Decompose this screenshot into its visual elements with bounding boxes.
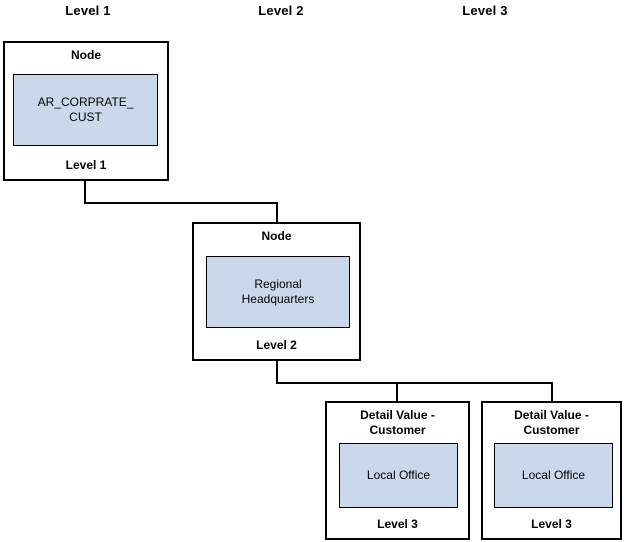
node-type-label-line: Node	[71, 48, 101, 62]
node-value-line: CUST	[69, 110, 102, 124]
node-level-label: Level 3	[531, 517, 572, 531]
column-header-level-2: Level 2	[258, 3, 304, 18]
node-value-line: AR_CORPRATE_	[37, 95, 134, 109]
node-type-label: Detail Value - Customer	[327, 408, 468, 438]
node-box-level-2: Node Regional Headquarters Level 2	[192, 222, 361, 361]
connector-l1-l2-horizontal	[84, 202, 278, 204]
node-type-label-line: Detail Value -	[514, 408, 589, 422]
node-type-label-line: Node	[261, 229, 292, 243]
connector-l3-right-entry-vertical	[551, 382, 553, 402]
node-value-line: Regional	[254, 277, 302, 291]
node-value-box: AR_CORPRATE_ CUST	[13, 74, 158, 146]
node-box-level-1: Node AR_CORPRATE_ CUST Level 1	[3, 41, 169, 181]
node-type-label-line: Customer	[523, 423, 580, 437]
node-type-label: Detail Value - Customer	[483, 408, 620, 438]
node-type-label: Node	[5, 48, 167, 63]
node-box-level-3-left: Detail Value - Customer Local Office Lev…	[325, 401, 470, 540]
connector-l1-drop-vertical	[84, 180, 86, 204]
node-value-box: Regional Headquarters	[206, 256, 350, 328]
column-header-level-3: Level 3	[462, 3, 508, 18]
node-value-box: Local Office	[339, 443, 458, 508]
node-value-line: Local Office	[366, 468, 431, 482]
node-level-label: Level 1	[65, 158, 107, 172]
node-level-label: Level 3	[377, 517, 418, 531]
connector-l2-l3-horizontal	[276, 382, 553, 384]
node-box-level-3-right: Detail Value - Customer Local Office Lev…	[481, 401, 622, 540]
connector-l3-left-entry-vertical	[396, 382, 398, 402]
connector-l2-drop-vertical	[276, 360, 278, 384]
node-value-line: Headquarters	[241, 292, 315, 306]
node-value-line: Local Office	[521, 468, 586, 482]
column-header-level-1: Level 1	[65, 3, 111, 18]
connector-l2-entry-vertical	[276, 202, 278, 223]
node-type-label-line: Detail Value -	[360, 408, 435, 422]
node-type-label: Node	[194, 229, 359, 244]
node-type-label-line: Customer	[369, 423, 426, 437]
node-value-box: Local Office	[494, 443, 613, 508]
node-level-label: Level 2	[256, 338, 297, 352]
